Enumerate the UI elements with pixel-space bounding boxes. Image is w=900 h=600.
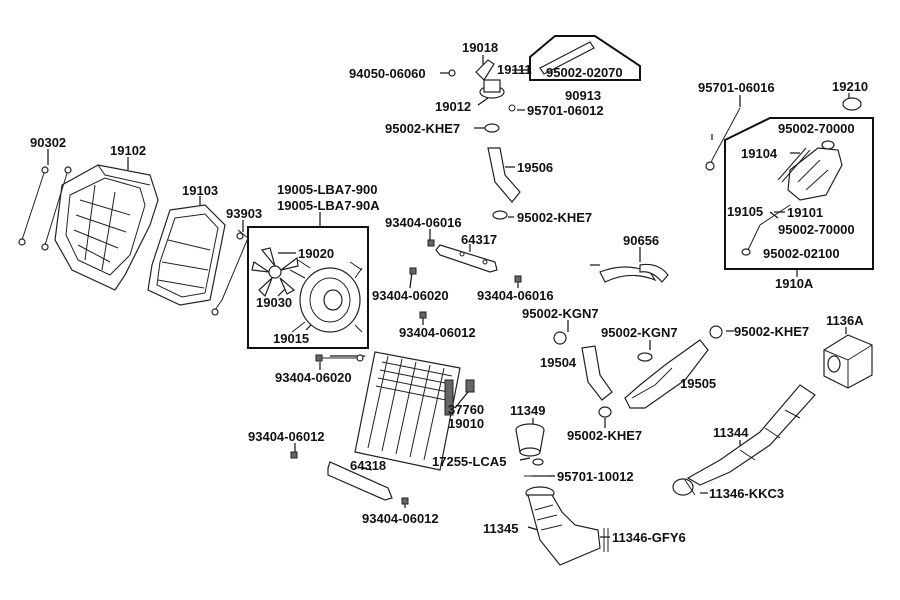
label-95002-02100: 95002-02100: [763, 246, 840, 261]
radiator-shroud-19102: [54, 164, 159, 291]
rods-90302: [18, 166, 72, 251]
label-19506: 19506: [517, 160, 553, 175]
label-95002-khe7-d: 95002-KHE7: [567, 428, 642, 443]
label-19012: 19012: [435, 99, 471, 114]
box-1136a: [823, 334, 873, 389]
label-19010: 19010: [448, 416, 484, 431]
tube-95002-02070: [539, 41, 595, 75]
reserve-tank-19101: [787, 140, 843, 201]
label-19005-lba7-90a: 19005-LBA7-90A: [277, 198, 380, 213]
label-19504: 19504: [540, 355, 577, 370]
label-19102: 19102: [110, 143, 146, 158]
cap-19210: [842, 97, 862, 111]
label-11349: 11349: [510, 403, 545, 418]
label-19105: 19105: [727, 204, 763, 219]
label-95002-khe7-a: 95002-KHE7: [385, 121, 460, 136]
hose-19504: [581, 345, 613, 401]
hose-19104: [777, 147, 807, 181]
label-95002-kgn7-b: 95002-KGN7: [601, 325, 678, 340]
label-93404-06020-b: 93404-06020: [275, 370, 352, 385]
label-19505: 19505: [680, 376, 716, 391]
label-11345: 11345: [483, 521, 518, 536]
cap-11349: [515, 423, 548, 477]
label-11346-gfy6: 11346-GFY6: [612, 530, 686, 545]
bracket-64318: [327, 461, 393, 501]
label-90656: 90656: [623, 233, 659, 248]
label-94050-06060: 94050-06060: [349, 66, 426, 81]
label-19030: 19030: [256, 295, 292, 310]
label-95701-10012: 95701-10012: [557, 469, 634, 484]
leader-lines: [47, 55, 850, 538]
duct-11345: [525, 486, 601, 566]
label-17255-lca5: 17255-LCA5: [432, 454, 506, 469]
label-95002-70000-a: 95002-70000: [778, 121, 855, 136]
label-93903: 93903: [226, 206, 262, 221]
label-93404-06012-b: 93404-06012: [248, 429, 325, 444]
label-64317: 64317: [461, 232, 497, 247]
band-11346-kkc3: [684, 479, 696, 496]
label-1136a: 1136A: [826, 313, 864, 328]
label-95002-khe7-b: 95002-KHE7: [517, 210, 592, 225]
label-19020: 19020: [298, 246, 334, 261]
label-93404-06020-a: 93404-06020: [372, 288, 449, 303]
clamps: [484, 123, 723, 418]
label-93404-06016-a: 93404-06016: [385, 215, 462, 230]
sensor-37760: [465, 379, 475, 393]
label-95701-06016: 95701-06016: [698, 80, 775, 95]
fan-19020: [251, 247, 299, 298]
filler-neck-19012: [448, 59, 516, 112]
label-95002-khe7-c: 95002-KHE7: [734, 324, 809, 339]
label-95002-kgn7-a: 95002-KGN7: [522, 306, 599, 321]
screen-19103: [147, 204, 226, 306]
label-95002-70000-b: 95002-70000: [778, 222, 855, 237]
fan-shroud-19015: [289, 259, 363, 333]
label-19103: 19103: [182, 183, 218, 198]
bolts: [290, 239, 522, 505]
label-93404-06012-a: 93404-06012: [399, 325, 476, 340]
reserve-tank-box-1910a: [724, 117, 874, 270]
label-95002-02070: 95002-02070: [546, 65, 623, 80]
label-90913: 90913: [565, 88, 601, 103]
label-19101: 19101: [787, 205, 823, 220]
part-labels: 19018 94050-06060 19111 95002-02070 9091…: [30, 40, 868, 545]
label-11346-kkc3: 11346-KKC3: [709, 486, 784, 501]
hose-19506: [487, 147, 521, 203]
label-93404-06016-b: 93404-06016: [477, 288, 554, 303]
label-1910a: 1910A: [775, 276, 814, 291]
label-19210: 19210: [832, 79, 868, 94]
label-64318: 64318: [350, 458, 386, 473]
label-11344: 11344: [713, 425, 749, 440]
duct-11344: [672, 384, 816, 496]
label-19005-lba7-900: 19005-LBA7-900: [277, 182, 377, 197]
label-95701-06012: 95701-06012: [527, 103, 604, 118]
fan-assembly-box: [247, 226, 369, 349]
label-19111: 19111: [497, 62, 532, 77]
label-19104: 19104: [741, 146, 778, 161]
radiator-19010: [354, 351, 461, 471]
label-19018: 19018: [462, 40, 498, 55]
label-90302: 90302: [30, 135, 66, 150]
hose-19105: [747, 204, 791, 251]
kit-box-90913: [529, 35, 641, 81]
label-19015: 19015: [273, 331, 309, 346]
wire-93903: [214, 229, 249, 311]
band-11346-gfy6: [603, 528, 609, 552]
label-93404-06012-c: 93404-06012: [362, 511, 439, 526]
bracket-64317: [435, 244, 498, 273]
label-37760: 37760: [448, 402, 484, 417]
